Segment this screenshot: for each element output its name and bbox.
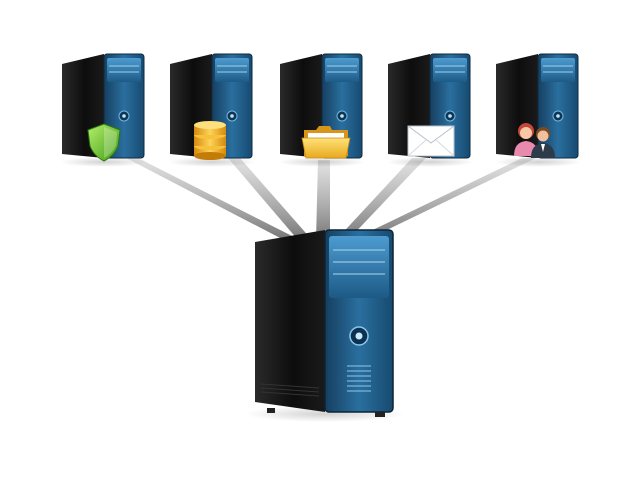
vent-grille xyxy=(347,365,371,392)
users-icon xyxy=(514,123,555,158)
central-server xyxy=(245,229,405,422)
database-icon xyxy=(194,121,226,160)
connector-database xyxy=(228,158,312,240)
envelope-icon xyxy=(407,125,455,157)
shield-icon xyxy=(87,123,121,162)
server-users xyxy=(494,53,582,167)
connector-lines xyxy=(126,158,536,240)
server-file xyxy=(278,53,366,167)
connector-mail xyxy=(336,158,426,240)
server-database xyxy=(168,53,256,167)
connector-file xyxy=(316,160,330,240)
client-servers xyxy=(60,53,582,167)
connector-security xyxy=(126,158,300,240)
server-security xyxy=(60,53,148,167)
folder-icon xyxy=(301,126,351,159)
connector-users xyxy=(352,158,536,240)
server-mail xyxy=(386,53,474,167)
